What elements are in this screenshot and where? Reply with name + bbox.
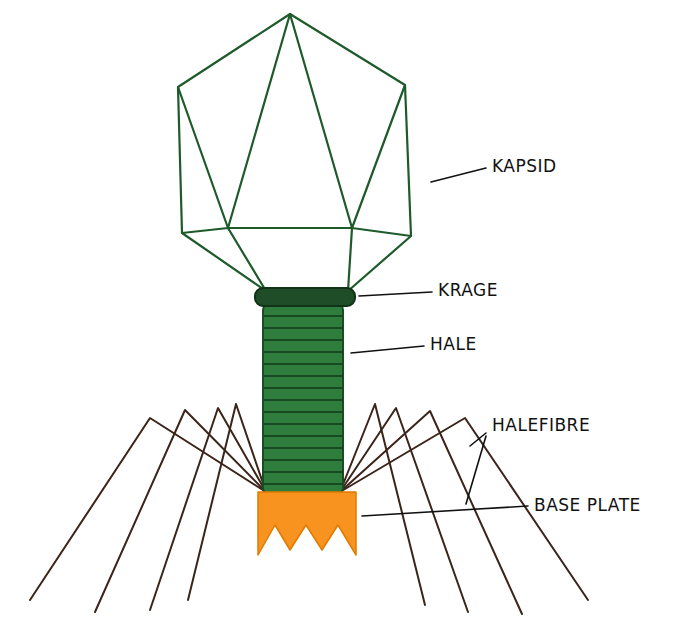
part-label: KAPSID	[492, 158, 557, 175]
leader-line	[431, 168, 486, 182]
tail-sheath	[263, 304, 343, 494]
tail-fibre	[30, 418, 266, 600]
leader-line	[351, 346, 424, 353]
part-label: HALE	[430, 336, 477, 353]
tail-fibre	[188, 404, 266, 600]
capsid-face	[228, 14, 352, 228]
leader-line	[359, 292, 432, 296]
tail	[263, 304, 343, 494]
capsid-edges	[178, 85, 411, 291]
leader-lines	[351, 168, 528, 516]
leader-line	[362, 506, 528, 516]
part-label: KRAGE	[438, 282, 498, 299]
capsid-outline	[178, 14, 411, 291]
part-label: HALEFIBRE	[492, 417, 590, 434]
tail-fibre	[95, 410, 266, 612]
base-plate	[258, 492, 356, 555]
tail-rings	[263, 316, 343, 484]
leader-line	[466, 436, 486, 504]
capsid	[178, 14, 411, 291]
collar	[255, 288, 355, 306]
part-label: BASE PLATE	[534, 497, 641, 514]
